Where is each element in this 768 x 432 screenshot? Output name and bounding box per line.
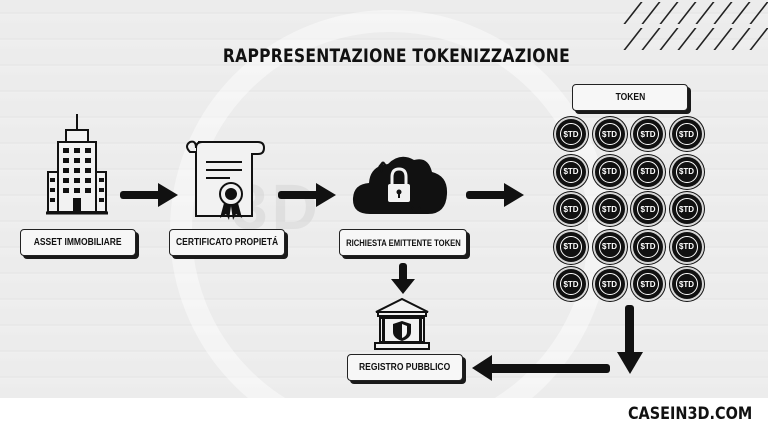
token-coin-label: $TD — [560, 160, 582, 183]
token-coin-label: $TD — [560, 198, 582, 220]
arrow-certificate-to-request — [278, 183, 336, 207]
cloud-lock-icon — [352, 156, 448, 214]
brand-footer: CASEIN3D.COM — [627, 404, 752, 424]
token-coin-label: $TD — [637, 160, 659, 183]
token-coin-label: $TD — [637, 123, 659, 145]
token-coin-icon: $TD — [556, 194, 586, 224]
token-coin-icon: $TD — [633, 194, 663, 224]
diagram-canvas: 3D RAPPRESENTAZIONE TOKENIZZAZIONE — [0, 0, 768, 398]
token-coin-label: $TD — [560, 123, 582, 145]
token-coin-icon: $TD — [671, 156, 702, 187]
label-registro-pubblico: REGISTRO PUBBLICO — [347, 354, 463, 381]
token-coin-icon: $TD — [556, 119, 586, 149]
token-coin-label: $TD — [598, 160, 621, 183]
token-coin-label: $TD — [560, 235, 582, 258]
token-coin-icon: $TD — [594, 119, 625, 149]
diagram-title: RAPPRESENTAZIONE TOKENIZZAZIONE — [222, 45, 570, 67]
token-coin-icon: $TD — [594, 194, 625, 224]
token-coin-label: $TD — [598, 198, 621, 220]
token-coin-icon: $TD — [633, 231, 663, 262]
token-coin-icon: $TD — [671, 119, 702, 149]
token-coin-icon: $TD — [556, 156, 586, 187]
arrow-request-to-registry — [391, 263, 415, 294]
token-coin-icon: $TD — [671, 231, 702, 262]
token-coin-label: $TD — [675, 235, 698, 258]
token-coin-label: $TD — [598, 273, 621, 295]
token-coin-label: $TD — [675, 198, 698, 220]
token-coin-icon: $TD — [633, 156, 663, 187]
label-richiesta-emittente: RICHIESTA EMITTENTE TOKEN — [339, 229, 467, 256]
token-coin-label: $TD — [560, 273, 582, 295]
arrow-request-to-token — [466, 183, 524, 207]
token-coin-icon: $TD — [671, 194, 702, 224]
token-coin-icon: $TD — [594, 269, 625, 299]
arrow-token-down — [617, 305, 643, 374]
token-coin-icon: $TD — [594, 231, 625, 262]
token-coin-icon: $TD — [556, 269, 586, 299]
token-coin-label: $TD — [675, 160, 698, 183]
token-coin-label: $TD — [637, 273, 659, 295]
label-asset-immobiliare: ASSET IMMOBILIARE — [20, 229, 136, 256]
token-coin-icon: $TD — [633, 269, 663, 299]
token-coin-icon: $TD — [671, 269, 702, 299]
arrow-asset-to-certificate — [120, 183, 178, 207]
certificate-icon — [186, 140, 266, 220]
token-coin-label: $TD — [598, 123, 621, 145]
building-icon — [46, 114, 108, 215]
token-coin-label: $TD — [637, 235, 659, 258]
arrow-token-to-registry — [472, 355, 610, 381]
token-coin-label: $TD — [598, 235, 621, 258]
label-token: TOKEN — [572, 84, 688, 111]
bank-icon — [374, 297, 430, 350]
token-coin-label: $TD — [675, 123, 698, 145]
label-certificato: CERTIFICATO PROPIETÁ — [169, 229, 285, 256]
token-coin-icon: $TD — [633, 119, 663, 149]
token-coin-label: $TD — [637, 198, 659, 220]
token-coin-icon: $TD — [594, 156, 625, 187]
token-coin-label: $TD — [675, 273, 698, 295]
token-coin-icon: $TD — [556, 231, 586, 262]
